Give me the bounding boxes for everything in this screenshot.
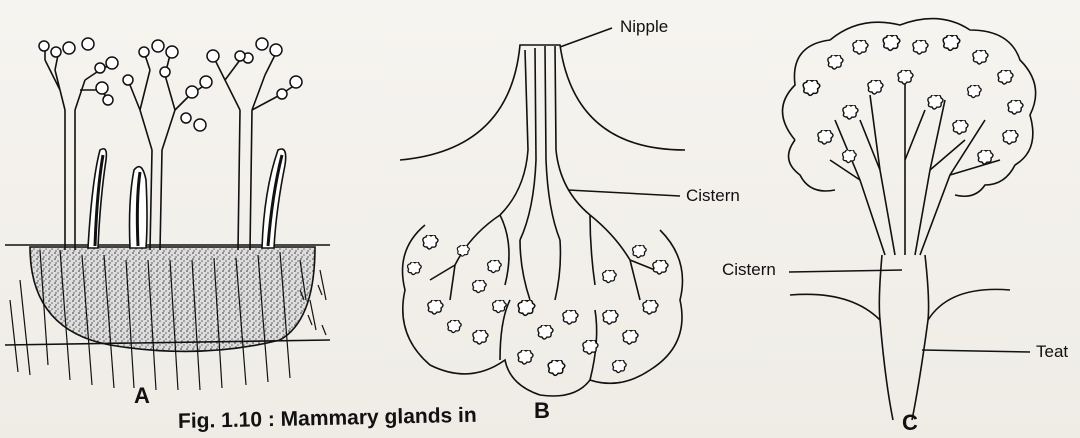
panel-c-lobules (803, 35, 1023, 164)
panel-c-letter: C (902, 410, 918, 436)
panel-b-lobules (408, 235, 668, 376)
cistern-label-c: Cistern (722, 260, 776, 280)
nipple-label: Nipple (620, 17, 668, 37)
panel-a-letter: A (134, 383, 150, 409)
panel-b-leaders (560, 28, 680, 196)
teat-label: Teat (1036, 342, 1068, 362)
panel-b-letter: B (534, 398, 550, 424)
panel-c-leaders (789, 270, 1030, 352)
panel-a-alveoli (39, 38, 302, 131)
panel-a-drawing (5, 50, 330, 390)
cistern-label-b: Cistern (686, 186, 740, 206)
panel-b-drawing (400, 45, 685, 396)
